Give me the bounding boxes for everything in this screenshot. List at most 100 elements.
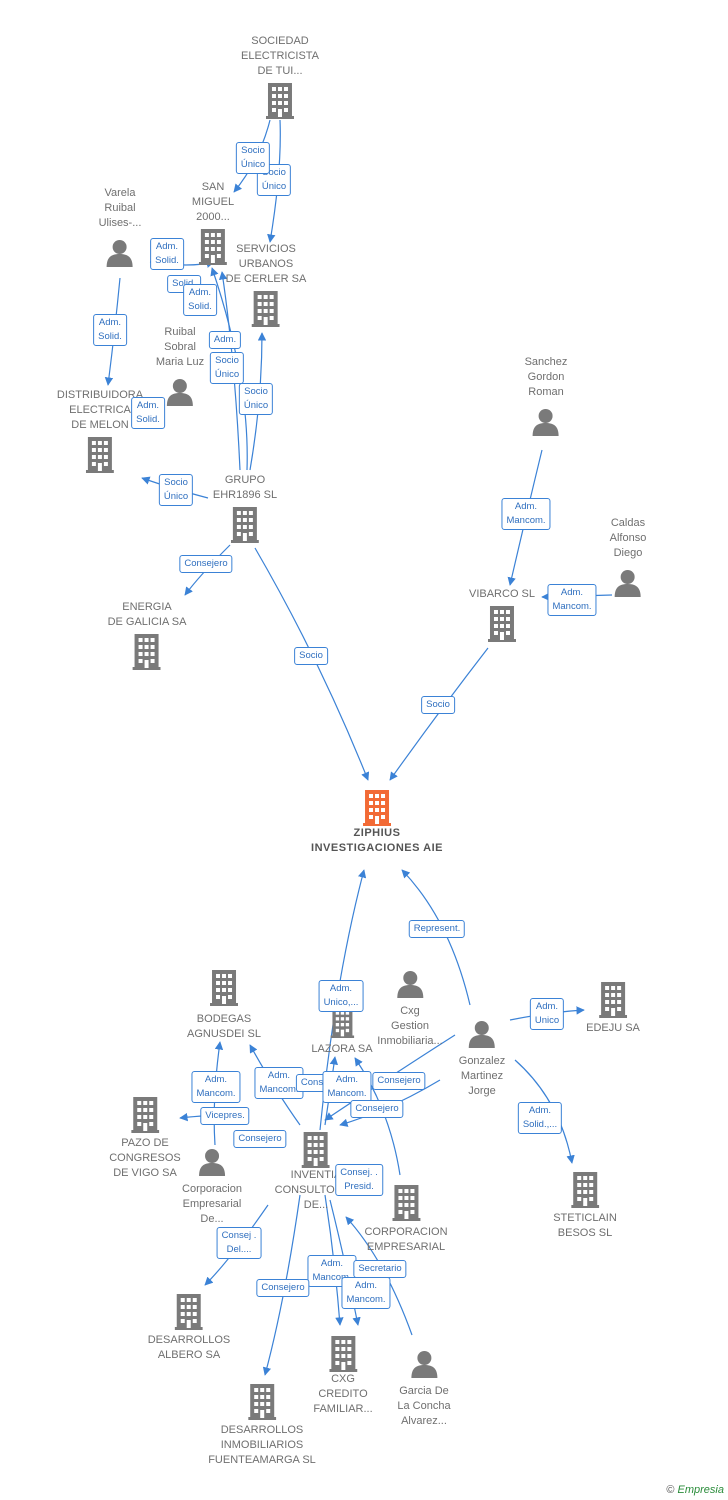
relation-label[interactable]: Adm.Mancom. (341, 1277, 391, 1309)
node-corporacion-empresarial-de[interactable]: Corporacion Empresarial De... (182, 1148, 242, 1227)
relation-text: Socio (164, 477, 188, 488)
node-label: Ulises-... (98, 217, 142, 229)
relation-label[interactable]: Adm.Mancom. (254, 1067, 304, 1099)
relation-text: Presid. (344, 1181, 374, 1192)
building-icon (328, 1008, 356, 1038)
relation-label[interactable]: Consej. .Presid. (335, 1164, 383, 1196)
relation-label[interactable]: Consejero (233, 1130, 287, 1148)
relation-label[interactable]: Adm. (208, 331, 242, 349)
node-ruibal-sobral[interactable]: Ruibal Sobral Maria Luz (156, 325, 204, 406)
relation-text: Adm. (213, 334, 237, 345)
node-label: Maria Luz (155, 356, 205, 368)
relation-text: Adm. (354, 1280, 378, 1291)
node-ziphius-focus[interactable]: ZIPHIUS INVESTIGACIONES AIE (311, 790, 443, 856)
node-cxg-gestion[interactable]: Cxg Gestion Inmobiliaria... (377, 970, 443, 1049)
building-icon (363, 790, 391, 826)
node-label: Alvarez... (401, 1415, 447, 1427)
copyright-mark: © (666, 1484, 675, 1496)
relation-label[interactable]: Vicepres. (200, 1107, 250, 1125)
footer-brand[interactable]: ©Empresia (666, 1484, 724, 1496)
node-label: STETICLAIN (553, 1212, 617, 1224)
relation-label[interactable]: Consej .Del.... (216, 1227, 262, 1259)
node-label: Sobral (164, 341, 196, 353)
node-label: Gestion (391, 1020, 429, 1032)
node-vibarco[interactable]: VIBARCO SL (469, 587, 535, 642)
relation-text: Adm. (98, 317, 122, 328)
node-gonzalez-martinez[interactable]: Gonzalez Martinez Jorge (459, 1020, 505, 1099)
node-label: GRUPO (224, 474, 266, 486)
relation-label[interactable]: Consejero (256, 1279, 310, 1297)
node-servicios-urbanos[interactable]: SERVICIOS URBANOS DE CERLER SA (225, 242, 307, 327)
node-desarrollos-albero[interactable]: DESARROLLOS ALBERO SA (148, 1294, 230, 1363)
node-caldas-alfonso[interactable]: Caldas Alfonso Diego (609, 516, 647, 597)
node-varela-ruibal[interactable]: Varela Ruibal Ulises-... (98, 186, 142, 267)
relation-label[interactable]: Consejero (179, 555, 233, 573)
relation-label[interactable]: Adm.Mancom. (322, 1071, 372, 1103)
node-edeju[interactable]: EDEJU SA (586, 982, 640, 1036)
person-icon (468, 1020, 496, 1048)
relation-label[interactable]: Adm.Unico (529, 998, 565, 1030)
node-garcia-de-la-concha[interactable]: Garcia De La Concha Alvarez... (397, 1350, 451, 1429)
building-icon (175, 1294, 203, 1330)
building-icon (252, 291, 280, 327)
relation-label[interactable]: Cons (295, 1074, 329, 1092)
node-label: EMPRESARIAL (366, 1241, 446, 1253)
node-label: Varela (104, 187, 136, 199)
node-label: ELECTRICISTA (240, 50, 320, 62)
node-label: DE MELON (71, 419, 129, 431)
node-cxg-credito-familiar[interactable]: CXG CREDITO FAMILIAR... (313, 1336, 373, 1417)
relation-label[interactable]: Consejero (350, 1100, 404, 1118)
relation-label[interactable]: Adm.Mancom. (191, 1071, 241, 1103)
node-label: DE GALICIA SA (107, 616, 187, 628)
node-sanchez-gordon[interactable]: Sanchez Gordon Roman (525, 355, 567, 436)
node-energia-galicia[interactable]: ENERGIA DE GALICIA SA (107, 600, 187, 670)
relation-text: Adm. (188, 287, 212, 298)
relation-label[interactable]: Adm.Solid.,... (517, 1102, 563, 1134)
building-icon (571, 1172, 599, 1208)
relation-text: Adm. (514, 501, 538, 512)
node-label: CXG (331, 1373, 355, 1385)
relation-text: Consejero (377, 1075, 421, 1086)
node-corporacion-empresarial[interactable]: CORPORACION EMPRESARIAL (364, 1185, 448, 1255)
relation-label[interactable]: Adm.Unico,... (318, 980, 364, 1012)
relation-label[interactable]: Adm.Solid. (150, 238, 184, 270)
node-label: SERVICIOS (236, 243, 296, 255)
relation-text: Solid. (188, 301, 212, 312)
relation-label[interactable]: Adm. Solid. (93, 314, 127, 346)
node-pazo-congresos[interactable]: PAZO DE CONGRESOS DE VIGO SA (109, 1097, 181, 1181)
relation-text: Unico,... (323, 997, 359, 1008)
node-label: DESARROLLOS (220, 1424, 304, 1436)
node-label: EHR1896 SL (212, 489, 278, 501)
node-lazora[interactable]: LAZORA SA (311, 1008, 373, 1057)
relation-text: Secretario (358, 1263, 402, 1274)
relation-label[interactable]: Adm.Solid. (131, 397, 165, 429)
relation-label[interactable]: Adm.Mancom. (547, 584, 597, 616)
node-grupo-ehr1896[interactable]: GRUPO EHR1896 SL (213, 473, 277, 543)
relation-text: Solid. (172, 277, 196, 291)
node-label: DE CERLER SA (225, 273, 307, 285)
relation-label[interactable]: Consejero (372, 1072, 426, 1090)
relation-label[interactable]: Represent. (408, 920, 466, 938)
relation-label[interactable]: Socio (294, 647, 328, 665)
relation-label[interactable]: Adm. Solid. (183, 284, 217, 316)
relation-label[interactable]: Adm.Mancom. (501, 498, 551, 530)
node-label: VIBARCO SL (468, 588, 536, 600)
node-steticlain-besos[interactable]: STETICLAIN BESOS SL (553, 1172, 617, 1241)
relation-text: Consejero (238, 1133, 282, 1144)
node-desarrollos-fuenteamarga[interactable]: DESARROLLOS INMOBILIARIOS FUENTEAMARGA S… (208, 1384, 316, 1468)
relation-text: Mancom. (327, 1088, 367, 1099)
node-bodegas-agnusdei[interactable]: BODEGAS AGNUSDEI SL (187, 970, 261, 1042)
relation-text: Solid. (98, 331, 122, 342)
node-san-miguel[interactable]: SAN MIGUEL 2000... (192, 180, 234, 265)
relation-label[interactable]: Secretario (353, 1260, 407, 1278)
node-label: Alfonso (609, 532, 647, 544)
node-sociedad-electricista[interactable]: SOCIEDAD ELECTRICISTA DE TUI... (241, 34, 319, 119)
node-distribuidora-electrica[interactable]: DISTRIBUIDORA ELECTRICA DE MELON (57, 388, 143, 473)
relation-label[interactable]: Socio (421, 696, 455, 714)
node-label: La Concha (397, 1400, 451, 1412)
node-label: Roman (528, 386, 564, 398)
